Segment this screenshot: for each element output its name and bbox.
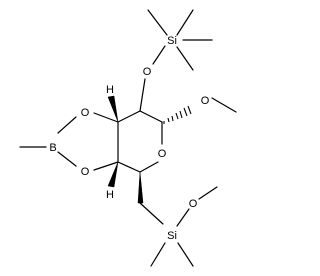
hashed-bond-c1-o-methoxy [163,105,192,124]
bond-c4-o-dioxa-bottom [93,161,119,171]
atom-h-bottom: H [106,189,114,201]
bond-c3-c2 [117,110,141,123]
wedge-c5-ch2 [137,171,144,204]
bond-si-o-top [152,45,166,65]
bond-c2-o-top [139,78,146,112]
wedge-c4-h-bottom [107,161,119,188]
atom-h-top: H [106,84,114,96]
bond-ring-o-c5 [139,161,159,173]
bond-o-methyl-methoxy [211,97,237,113]
bond-o-dioxa-top-b [57,116,77,134]
atom-si-bottom: Si [167,230,177,242]
bond-si-methyl-upper-right [176,9,194,36]
atom-o-top: O [143,66,152,78]
dioxaborolane-ring: O O B [19,107,119,178]
atom-si-top: Si [167,35,177,47]
silyl-methoxy-side-chain: O Si [137,171,218,267]
atom-o-dioxa-top: O [81,107,90,119]
bond-c2-c1 [139,110,163,123]
atom-o-dioxa-bottom: O [81,166,90,178]
atom-o-methoxy: O [201,95,210,107]
bond-si-methyl-lower-right [176,46,194,71]
trimethylsilyl-top: Si O [143,9,213,78]
atom-o-ring: O [158,148,167,160]
bond-c5-c4 [117,161,141,173]
methoxy-group: O [163,95,237,124]
atom-boron: B [49,142,56,154]
bond-c3-o-dioxa-top [93,112,119,123]
wedge-c3-h-top [107,95,119,123]
bond-si-bottom-o [176,208,190,227]
stereo-hydrogens: H H [106,84,119,201]
bond-o-dioxa-bottom-b [57,151,77,167]
bond-si-methyl-upper-left [147,9,168,36]
bond-si-bottom-methyl-left [150,242,166,267]
atom-o-si-bottom: O [189,198,198,210]
chemical-structure-diagram: Si O O O [19,9,237,267]
bond-o-methyl-silyl [198,186,218,200]
bond-ch2-si-bottom [139,202,164,225]
pyranose-ring: O [117,110,167,173]
bond-si-bottom-methyl-right [177,242,194,267]
